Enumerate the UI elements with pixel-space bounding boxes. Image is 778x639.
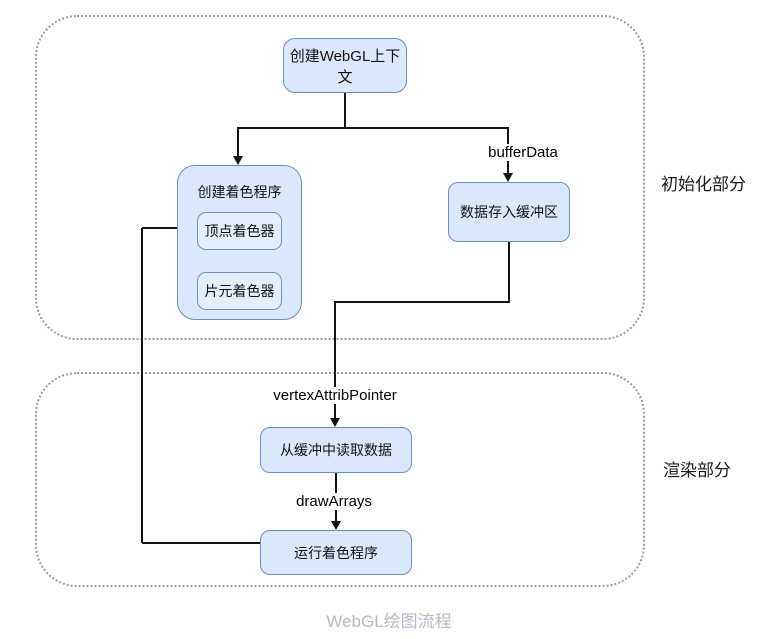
edge-label-drawarrays: drawArrays (293, 493, 375, 510)
edge-split-to-shader (237, 127, 239, 158)
node-label: 运行着色程序 (294, 544, 378, 561)
node-label: 创建WebGL上下文 (289, 47, 401, 86)
edge-ctx-to-split (344, 93, 346, 128)
node-label: 片元着色器 (204, 283, 275, 299)
edge-buffer-to-read (334, 301, 336, 419)
edge-label-bufferdata: bufferData (485, 144, 561, 161)
node-read-buffer: 从缓冲中读取数据 (260, 427, 412, 473)
arrowhead-down-icon (331, 521, 341, 530)
node-label: 顶点着色器 (204, 223, 275, 239)
node-store-buffer: 数据存入缓冲区 (448, 182, 570, 242)
edge-run-feedback-bottom (142, 542, 260, 544)
edge-label-vertexattribpointer: vertexAttribPointer (270, 387, 400, 404)
node-run-program: 运行着色程序 (260, 530, 412, 575)
node-vertex-shader: 顶点着色器 (197, 212, 282, 250)
node-fragment-shader: 片元着色器 (197, 272, 282, 310)
edge-buffer-down (508, 242, 510, 303)
node-create-webgl-context: 创建WebGL上下文 (283, 38, 407, 93)
arrowhead-down-icon (503, 173, 513, 182)
node-label: 创建着色程序 (197, 184, 282, 200)
edge-buffer-across (334, 301, 510, 303)
diagram-caption: WebGL绘图流程 (326, 612, 452, 631)
node-label: 从缓冲中读取数据 (280, 442, 392, 458)
node-label: 数据存入缓冲区 (460, 204, 558, 220)
init-section-box (35, 15, 645, 340)
section-label-render: 渲染部分 (663, 461, 731, 480)
arrowhead-down-icon (233, 156, 243, 165)
arrowhead-down-icon (330, 418, 340, 427)
edge-run-feedback-top (142, 227, 189, 229)
section-label-init: 初始化部分 (661, 175, 746, 194)
edge-split-horizontal (237, 127, 509, 129)
edge-run-feedback-up (141, 228, 143, 543)
render-section-box (35, 372, 645, 587)
